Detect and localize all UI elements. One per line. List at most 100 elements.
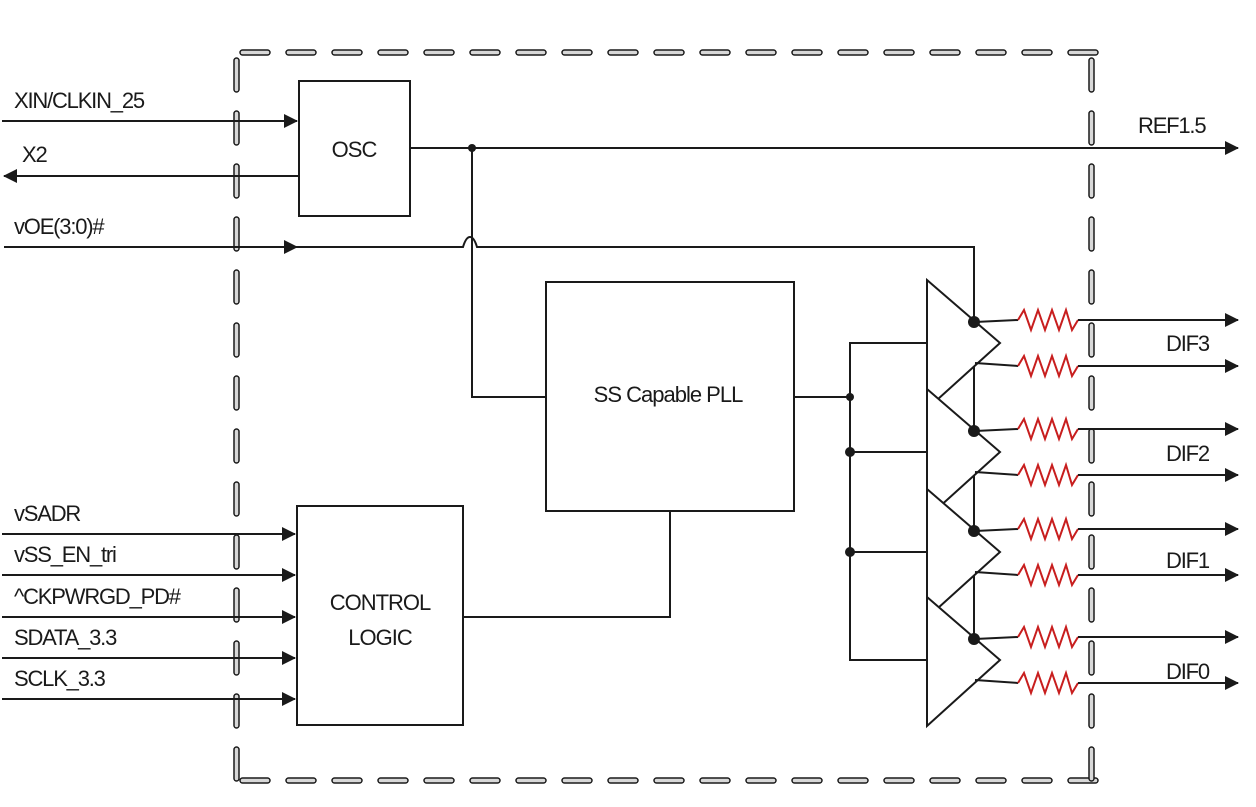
boundary-dash [929, 49, 961, 56]
wire [974, 319, 1019, 323]
pll-label: SS Capable PLL [594, 382, 743, 407]
label-vsadr: vSADR [14, 501, 80, 526]
boundary-dash [883, 49, 915, 56]
boundary-dash [233, 110, 240, 146]
boundary-dash [233, 216, 240, 252]
boundary-dash [1021, 49, 1053, 56]
boundary-dash [233, 587, 240, 623]
boundary-dash [233, 428, 240, 464]
boundary-dash [837, 777, 869, 784]
boundary-dash [331, 49, 363, 56]
wire [974, 471, 1019, 476]
control-label-line2: LOGIC [348, 625, 413, 650]
buffer-dif3 [926, 277, 1239, 412]
wire [974, 636, 1019, 640]
wire [974, 528, 1019, 532]
boundary-dash [1088, 587, 1095, 623]
control-logic-block: CONTROL LOGIC [296, 505, 464, 726]
boundary-dash [561, 49, 593, 56]
buffer-triangle [926, 277, 1002, 412]
label-voe: vOE(3:0)# [14, 214, 105, 239]
pll-block: SS Capable PLL [545, 281, 795, 512]
boundary-dash [975, 777, 1007, 784]
signal-x2: X2 [3, 142, 299, 183]
buffer-triangle [926, 594, 1002, 729]
junction-dot [845, 547, 855, 557]
boundary-dash [233, 746, 240, 782]
boundary-dash [233, 57, 240, 93]
signal-sclk: SCLK_3.3 [2, 666, 296, 706]
boundary-dash [1067, 49, 1099, 56]
label-dif2: DIF2 [1166, 441, 1210, 466]
boundary-dash [975, 49, 1007, 56]
pll-output-bus [794, 247, 975, 661]
enable-junction-dot [968, 633, 980, 645]
boundary-dash [1088, 163, 1095, 199]
wire [974, 362, 1019, 367]
boundary-dash [883, 777, 915, 784]
label-dif0: DIF0 [1166, 659, 1210, 684]
boundary-dash [233, 375, 240, 411]
boundary-dash [233, 163, 240, 199]
signal-vsadr: vSADR [2, 501, 296, 541]
boundary-dash [233, 693, 240, 729]
enable-junction-dot [968, 425, 980, 437]
label-sdata: SDATA_3.3 [14, 625, 117, 650]
buffer-dif0 [926, 594, 1239, 729]
boundary-dash [1088, 375, 1095, 411]
wire [974, 571, 1019, 576]
junction-dot [845, 447, 855, 457]
resistor [1017, 515, 1079, 543]
boundary-dash [607, 777, 639, 784]
boundary-dash [515, 777, 547, 784]
junction-dot [846, 393, 854, 401]
boundary-dash [607, 49, 639, 56]
boundary-dash [561, 777, 593, 784]
boundary-dash [1088, 110, 1095, 146]
boundary-dash [377, 777, 409, 784]
boundary-dash [239, 49, 271, 56]
label-dif3: DIF3 [1166, 331, 1210, 356]
buffer-triangle [926, 386, 1002, 521]
boundary-dash [1088, 216, 1095, 252]
enable-junction-dot [968, 316, 980, 328]
boundary-dash [285, 777, 317, 784]
boundary-dash [837, 49, 869, 56]
label-dif1: DIF1 [1166, 548, 1210, 573]
signal-xin: XIN/CLKIN_25 [2, 88, 298, 128]
boundary-dash [791, 777, 823, 784]
enable-junction-dot [968, 525, 980, 537]
buffer-triangle [926, 486, 1002, 621]
boundary-dash [233, 322, 240, 358]
boundary-dash [745, 777, 777, 784]
boundary-dash [1021, 777, 1053, 784]
buffer-dif1 [926, 486, 1239, 621]
boundary-dash [515, 49, 547, 56]
boundary-dash [285, 49, 317, 56]
boundary-dash [1088, 693, 1095, 729]
wire [974, 428, 1019, 432]
signal-sdata: SDATA_3.3 [2, 625, 296, 665]
boundary-dash [699, 777, 731, 784]
boundary-dash [233, 481, 240, 517]
boundary-dash [233, 269, 240, 305]
resistor [1017, 306, 1079, 334]
chip-boundary [233, 49, 1099, 784]
boundary-dash [699, 49, 731, 56]
control-to-pll-wire [463, 511, 671, 618]
boundary-dash [791, 49, 823, 56]
resistor [1017, 669, 1079, 697]
resistor [1017, 352, 1079, 380]
boundary-dash [1088, 57, 1095, 93]
boundary-dash [469, 777, 501, 784]
control-label-line1: CONTROL [330, 590, 431, 615]
boundary-dash [745, 49, 777, 56]
wire [974, 679, 1019, 684]
buffer-dif2 [926, 386, 1239, 521]
boundary-dash [423, 777, 455, 784]
boundary-dash [469, 49, 501, 56]
boundary-dash [1088, 746, 1095, 782]
boundary-dash [331, 777, 363, 784]
boundary-dash [377, 49, 409, 56]
osc-label: OSC [332, 137, 378, 162]
